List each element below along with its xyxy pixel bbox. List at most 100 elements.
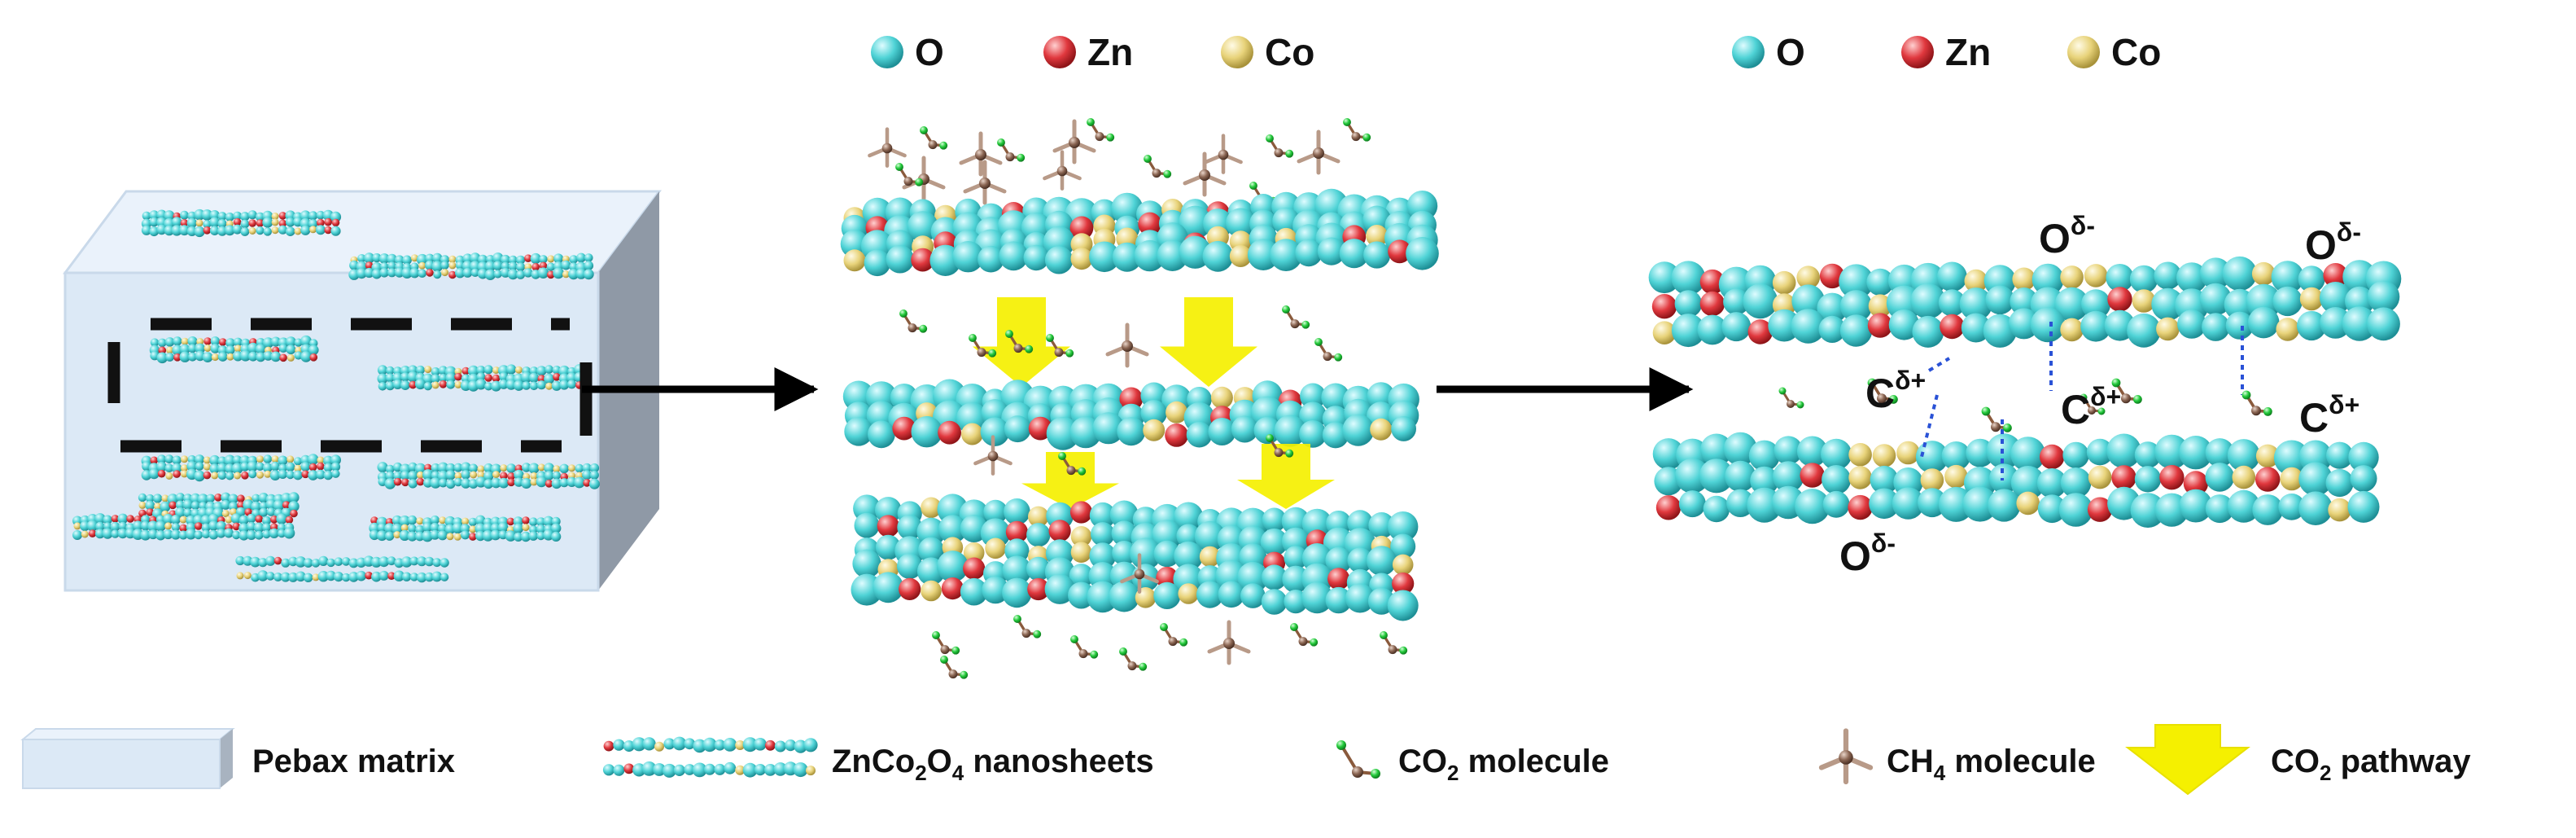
oxygen-atom bbox=[221, 499, 231, 510]
oxygen-atom bbox=[269, 528, 279, 539]
co2-pathway-arrow bbox=[973, 297, 1070, 387]
oxygen-atom bbox=[584, 253, 593, 262]
oxygen-atom bbox=[1300, 383, 1326, 410]
cobalt-atom bbox=[1392, 554, 1414, 576]
oxygen-atom bbox=[399, 516, 411, 527]
nanosheet-layer bbox=[842, 379, 1419, 450]
oxygen-atom bbox=[384, 531, 395, 541]
zinc-atom bbox=[365, 571, 373, 580]
oxygen-atom bbox=[259, 502, 268, 511]
oxygen-atom bbox=[2030, 307, 2066, 343]
zinc-atom bbox=[1069, 216, 1094, 240]
oxygen-atom bbox=[1817, 292, 1848, 323]
zinc-atom bbox=[899, 577, 921, 601]
cobalt-atom bbox=[286, 353, 295, 362]
oxygen-atom bbox=[1985, 285, 2015, 315]
cobalt-atom bbox=[735, 765, 746, 775]
oxygen-atom bbox=[238, 515, 249, 525]
oxygen-atom bbox=[377, 373, 388, 384]
oxygen-atom bbox=[265, 555, 276, 566]
co2-pathway-arrow bbox=[1021, 452, 1119, 509]
oxygen-atom bbox=[258, 558, 268, 568]
cobalt-atom bbox=[1868, 294, 1892, 318]
oxygen-atom bbox=[529, 517, 538, 526]
zinc-atom bbox=[278, 219, 287, 228]
oxygen-atom bbox=[294, 351, 303, 360]
zinc-atom bbox=[1867, 313, 1893, 338]
oxygen-atom bbox=[308, 344, 319, 356]
oxygen-atom bbox=[1959, 287, 1992, 321]
oxygen-atom bbox=[1179, 205, 1212, 239]
zinc-atom bbox=[150, 456, 159, 465]
oxygen-atom bbox=[210, 344, 221, 353]
oxygen-atom bbox=[484, 261, 496, 272]
zinc-atom bbox=[507, 472, 515, 480]
oxygen-atom bbox=[2179, 489, 2213, 523]
oxygen-atom bbox=[1023, 244, 1049, 271]
oxygen-atom bbox=[201, 529, 211, 539]
zinc-atom bbox=[282, 501, 291, 509]
oxygen-atom bbox=[262, 337, 274, 349]
oxygen-atom bbox=[175, 507, 186, 518]
zinc-atom bbox=[273, 556, 282, 565]
oxygen-atom bbox=[308, 470, 318, 480]
oxygen-atom bbox=[568, 269, 579, 280]
oxygen-atom bbox=[1089, 542, 1117, 569]
oxygen-atom bbox=[251, 501, 261, 512]
cobalt-atom bbox=[806, 766, 816, 776]
oxygen-atom bbox=[1406, 237, 1439, 270]
oxygen-atom bbox=[304, 573, 313, 582]
oxygen-atom bbox=[437, 462, 449, 473]
oxygen-atom bbox=[278, 225, 287, 235]
zinc-atom bbox=[241, 472, 249, 480]
cobalt-atom bbox=[400, 524, 409, 532]
cobalt-atom bbox=[294, 227, 302, 235]
oxygen-atom bbox=[546, 262, 555, 271]
zinc-atom bbox=[232, 522, 241, 531]
zinc-key-dot bbox=[1901, 36, 1934, 68]
oxygen-atom bbox=[2367, 307, 2400, 341]
oxygen-atom bbox=[209, 210, 220, 221]
co2-molecule bbox=[1867, 378, 1898, 404]
oxygen-atom bbox=[414, 463, 426, 475]
oxygen-atom bbox=[977, 245, 1004, 273]
zinc-atom bbox=[963, 557, 986, 580]
oxygen-atom bbox=[1152, 520, 1183, 551]
cobalt-atom bbox=[1964, 269, 1988, 293]
oxygen-atom bbox=[431, 571, 443, 582]
oxygen-atom bbox=[1791, 284, 1825, 318]
cobalt-atom bbox=[2280, 467, 2303, 491]
oxygen-atom bbox=[1174, 502, 1204, 532]
cobalt-atom bbox=[1070, 248, 1093, 270]
oxygen-atom bbox=[864, 249, 891, 277]
oxygen-atom bbox=[300, 210, 311, 222]
oxygen-atom bbox=[1109, 561, 1139, 590]
oxygen-atom bbox=[165, 353, 175, 362]
oxygen-atom bbox=[506, 364, 517, 375]
cobalt-atom bbox=[221, 510, 230, 518]
cobalt-atom bbox=[248, 227, 256, 235]
oxygen-atom bbox=[1196, 581, 1224, 608]
oxygen-atom bbox=[72, 530, 82, 540]
oxygen-atom bbox=[217, 352, 228, 362]
cobalt-key-label: Co bbox=[2111, 31, 2161, 73]
oxygen-atom bbox=[566, 372, 577, 383]
oxygen-atom bbox=[653, 763, 666, 776]
co2-molecule bbox=[1005, 330, 1034, 353]
zinc-atom bbox=[1027, 577, 1050, 601]
co2-molecule bbox=[1058, 452, 1087, 476]
zinc-atom bbox=[500, 472, 508, 480]
zinc-atom bbox=[248, 219, 257, 227]
nanosheet-layer bbox=[141, 208, 342, 238]
oxygen-atom bbox=[235, 555, 245, 566]
cobalt-atom bbox=[547, 255, 555, 263]
oxygen-atom bbox=[714, 763, 726, 775]
oxygen-atom bbox=[387, 556, 396, 566]
oxygen-atom bbox=[1671, 314, 1705, 348]
oxygen-atom bbox=[803, 738, 818, 752]
oxygen-atom bbox=[2252, 494, 2284, 525]
oxygen-atom bbox=[400, 380, 410, 390]
oxygen-atom bbox=[2062, 441, 2089, 469]
oxygen-atom bbox=[94, 513, 106, 524]
nanosheet-layer bbox=[141, 454, 341, 482]
